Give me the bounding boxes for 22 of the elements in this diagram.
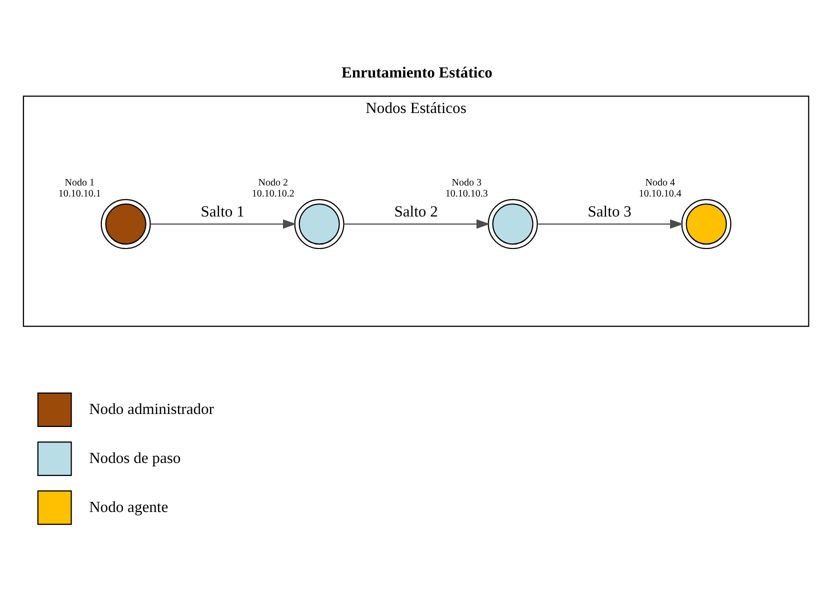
node-label: 10.10.10.3 xyxy=(444,188,488,200)
arrow xyxy=(536,219,683,229)
legend-label: Nodo agente xyxy=(88,498,168,516)
node-label: Nodo 1 xyxy=(64,177,94,188)
node-circle xyxy=(100,199,150,250)
node-circle xyxy=(487,199,538,250)
node-label: 10.10.10.4 xyxy=(638,188,681,200)
node-circle xyxy=(680,199,731,250)
edge-label: Salto 2 xyxy=(394,203,438,220)
arrow xyxy=(150,219,296,229)
legend-label: Nodos de paso xyxy=(88,450,180,467)
node-circle xyxy=(294,199,344,250)
arrow xyxy=(343,219,490,229)
node-label: 10.10.10.2 xyxy=(251,188,294,200)
diagram-title: Enrutamiento Estático xyxy=(341,64,492,82)
node-label: Nodo 2 xyxy=(258,177,288,188)
edge-label: Salto 3 xyxy=(587,203,631,220)
node-label: 10.10.10.1 xyxy=(58,188,100,200)
legend-label: Nodo administrador xyxy=(88,400,214,418)
edge-label: Salto 1 xyxy=(200,203,244,220)
node-label: Nodo 3 xyxy=(451,177,482,188)
node-label: Nodo 4 xyxy=(644,177,675,188)
